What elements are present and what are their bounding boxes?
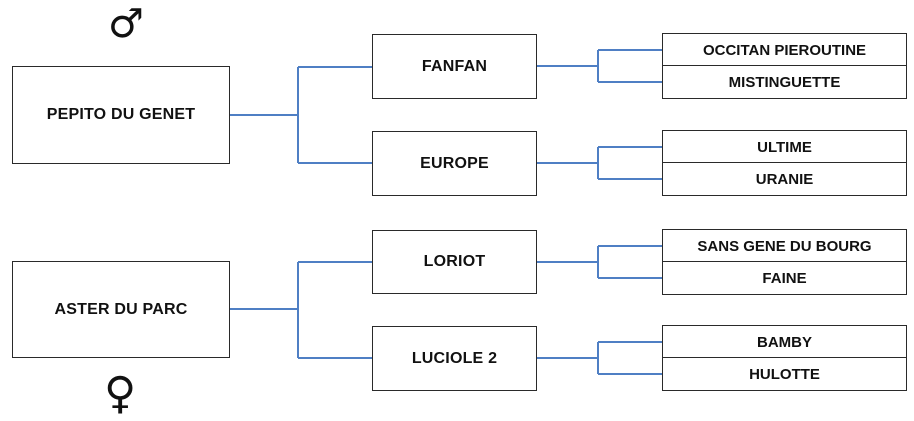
sire-name: PEPITO DU GENET (46, 106, 196, 123)
dam-dam-box: LUCIOLE 2 (372, 326, 537, 391)
connector-line (537, 341, 662, 375)
gen3-top-cell: SANS GENE DU BOURG (662, 229, 907, 263)
gen3-name: OCCITAN PIEROUTINE (702, 41, 867, 59)
dam-box: ASTER DU PARC (12, 261, 230, 358)
gen2-name: FANFAN (421, 57, 488, 75)
gen3-top-cell: BAMBY (662, 325, 907, 359)
sire-dam-box: EUROPE (372, 131, 537, 196)
gen3-name: BAMBY (757, 333, 812, 351)
dam-name: ASTER DU PARC (54, 300, 188, 318)
connector-line (230, 261, 372, 359)
gen3-name: MISTINGUETTE (728, 73, 841, 91)
gen3-name: ULTIME (757, 138, 812, 156)
gen3-name: FAINE (762, 269, 807, 287)
connector-line (537, 146, 662, 180)
dam-sire-box: LORIOT (372, 230, 537, 294)
gen3-bottom-cell: URANIE (662, 162, 907, 196)
female-symbol-icon: ♀ (104, 368, 137, 419)
gen2-name: EUROPE (420, 154, 489, 172)
connector-line (537, 49, 662, 83)
sire-sire-box: FANFAN (372, 34, 537, 99)
gen3-bottom-cell: FAINE (662, 261, 907, 295)
gen3-name: URANIE (755, 170, 814, 188)
gen3-top-cell: ULTIME (662, 130, 907, 164)
sire-box: PEPITO DU GENET (12, 66, 230, 164)
gen3-top-cell: OCCITAN PIEROUTINE (662, 33, 907, 67)
gen2-name: LUCIOLE 2 (411, 349, 498, 367)
male-symbol-icon: ♂ (108, 1, 144, 47)
connector-line (230, 66, 372, 164)
gen3-bottom-cell: MISTINGUETTE (662, 65, 907, 99)
connector-line (537, 245, 662, 279)
gen2-name: LORIOT (423, 253, 486, 270)
gen3-name: HULOTTE (749, 365, 820, 383)
gen3-name: SANS GENE DU BOURG (697, 237, 872, 255)
gen3-bottom-cell: HULOTTE (662, 357, 907, 391)
